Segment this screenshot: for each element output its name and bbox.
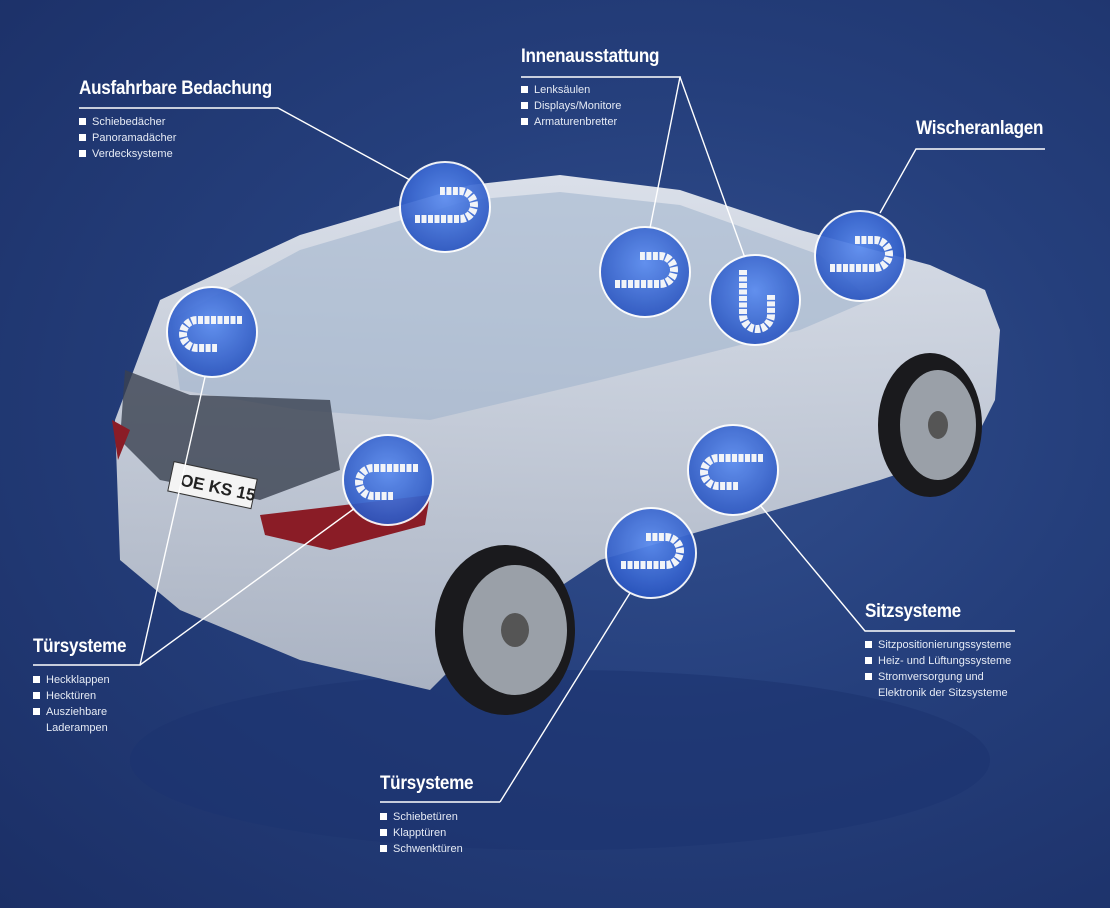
detail-circle (342, 434, 434, 526)
section-title: Innenausstattung (521, 46, 660, 67)
list-item: Stromversorgung und (865, 669, 1011, 685)
cable-chain-icon (615, 252, 678, 288)
list-item: Klapptüren (380, 825, 484, 841)
cable-chain-icon (179, 316, 242, 352)
section-rear-doors: Türsysteme Heckklappen Hecktüren Auszieh… (33, 636, 137, 736)
list-item: Heckklappen (33, 672, 137, 688)
cable-chain-icon (700, 454, 763, 490)
list-item: Panoramadächer (79, 130, 293, 146)
section-title: Türsysteme (33, 636, 127, 657)
floor-reflection (130, 670, 990, 850)
list-item: Armaturenbretter (521, 114, 675, 130)
list-item: Ausziehbare (33, 704, 137, 720)
list-item: Sitzpositionierungssysteme (865, 637, 1011, 653)
section-interior: Innenausstattung Lenksäulen Displays/Mon… (521, 46, 675, 130)
section-side-doors: Türsysteme Schiebetüren Klapptüren Schwe… (380, 773, 484, 857)
list-item: Hecktüren (33, 688, 137, 704)
detail-circle (399, 161, 491, 253)
section-roof: Ausfahrbare Bedachung Schiebedächer Pano… (79, 78, 293, 162)
front-wheel (878, 353, 982, 497)
license-plate: OE KS 15 (167, 461, 258, 510)
cable-chain-icon (621, 533, 684, 569)
rear-wheel (435, 545, 575, 715)
section-title: Wischeranlagen (916, 118, 1044, 139)
list-item: Schiebetüren (380, 809, 484, 825)
section-seats: Sitzsysteme Sitzpositionierungssysteme H… (865, 601, 1011, 701)
list-item: Schwenktüren (380, 841, 484, 857)
list-item: Laderampen (46, 722, 108, 734)
leader-lines (33, 76, 1045, 803)
section-title: Türsysteme (380, 773, 474, 794)
section-title: Ausfahrbare Bedachung (79, 78, 272, 99)
list-item: Elektronik der Sitzsysteme (878, 687, 1008, 699)
detail-circle (605, 507, 697, 599)
section-title: Sitzsysteme (865, 601, 961, 622)
detail-circle (709, 254, 801, 346)
list-item: Verdecksysteme (79, 146, 293, 162)
cable-chain-icon (355, 464, 418, 500)
detail-circle (166, 286, 258, 378)
cable-chain-icon (415, 187, 478, 223)
detail-circle (599, 226, 691, 318)
list-item: Schiebedächer (79, 114, 293, 130)
list-item: Lenksäulen (521, 82, 675, 98)
detail-circle (814, 210, 906, 302)
cable-chain-icon (830, 236, 893, 272)
detail-circle (687, 424, 779, 516)
cable-chain-icon (739, 270, 775, 333)
section-wipers: Wischeranlagen (916, 118, 1057, 140)
list-item: Displays/Monitore (521, 98, 675, 114)
list-item: Heiz- und Lüftungssysteme (865, 653, 1011, 669)
